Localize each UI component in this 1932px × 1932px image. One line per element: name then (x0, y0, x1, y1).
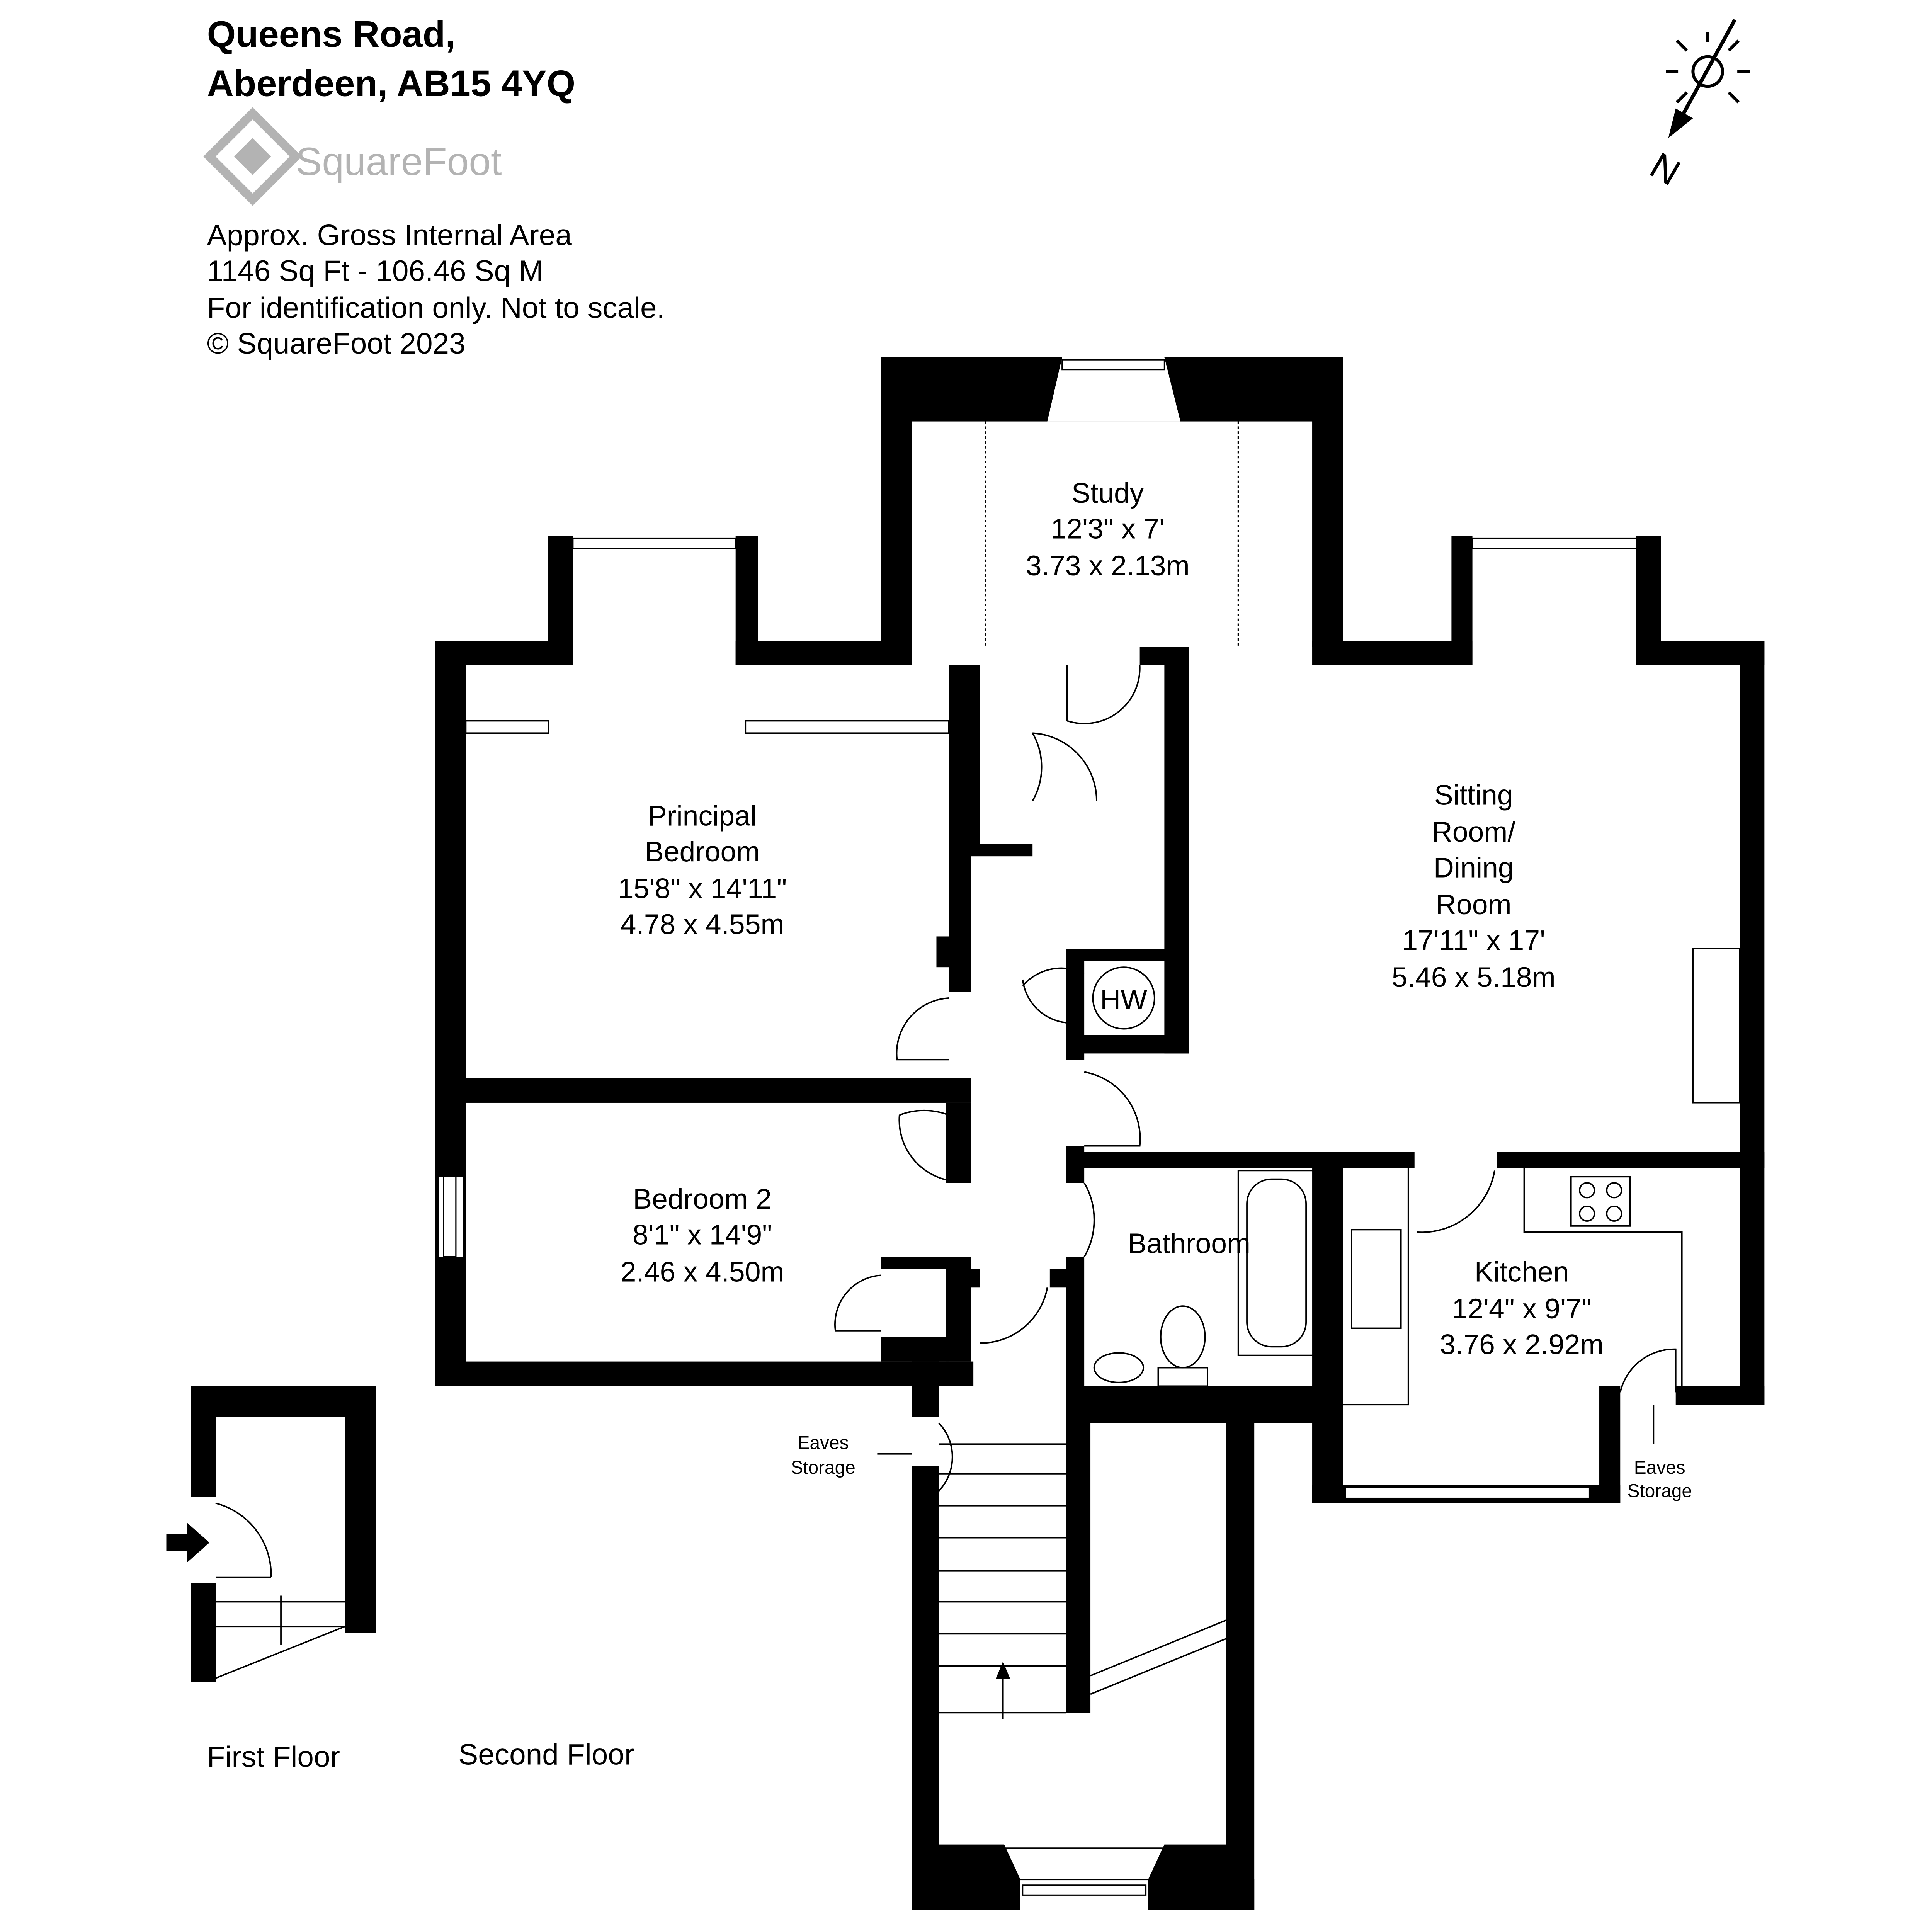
north-label: N (1643, 145, 1687, 194)
room-kitchen: Kitchen 12'4" x 9'7" 3.76 x 2.92m (1440, 1256, 1604, 1360)
squarefoot-logo: SquareFoot (203, 107, 502, 206)
eaves-storage-2-line-1: Eaves (1634, 1458, 1685, 1478)
area-value: 1146 Sq Ft - 106.46 Sq M (207, 255, 544, 287)
study-name: Study (1071, 477, 1144, 509)
sitting-name-3: Dining (1434, 852, 1514, 883)
kitchen-metric: 3.76 x 2.92m (1440, 1328, 1604, 1360)
disclaimer: For identification only. Not to scale. (207, 292, 665, 325)
room-principal-bedroom: Principal Bedroom 15'8" x 14'11" 4.78 x … (618, 800, 787, 940)
sun-icon (1666, 32, 1750, 104)
copyright: © SquareFoot 2023 (207, 327, 466, 360)
study-metric: 3.73 x 2.13m (1026, 550, 1190, 582)
study-imperial: 12'3" x 7' (1051, 513, 1165, 544)
address-line-1: Queens Road, (207, 14, 456, 55)
compass: N (1643, 19, 1750, 194)
eaves-storage-1-line-2: Storage (791, 1458, 855, 1478)
hw-label: HW (1100, 984, 1147, 1015)
bedroom2-name: Bedroom 2 (633, 1183, 772, 1215)
room-bedroom-2: Bedroom 2 8'1" x 14'9" 2.46 x 4.50m (621, 1183, 784, 1287)
walls (191, 357, 1765, 1910)
room-sitting-dining: Sitting Room/ Dining Room 17'11" x 17' 5… (1392, 779, 1556, 993)
eaves-storage-2-line-2: Storage (1628, 1481, 1692, 1501)
kitchen-imperial: 12'4" x 9'7" (1452, 1293, 1591, 1325)
principal-imperial: 15'8" x 14'11" (618, 873, 787, 905)
sitting-name-2: Room/ (1432, 816, 1516, 848)
eaves-storage-1-line-1: Eaves (798, 1433, 849, 1453)
principal-name-1: Principal (648, 800, 757, 832)
logo-text: SquareFoot (296, 139, 502, 184)
principal-name-2: Bedroom (645, 836, 760, 867)
bedroom2-metric: 2.46 x 4.50m (621, 1256, 784, 1287)
area-label: Approx. Gross Internal Area (207, 219, 572, 252)
north-arrow-icon (1668, 108, 1693, 138)
second-floor-label: Second Floor (458, 1738, 634, 1771)
principal-metric: 4.78 x 4.55m (621, 908, 784, 940)
sitting-imperial: 17'11" x 17' (1402, 925, 1545, 956)
bathroom-name: Bathroom (1128, 1228, 1250, 1259)
sitting-name-4: Room (1436, 889, 1512, 920)
room-study: Study 12'3" x 7' 3.73 x 2.13m (1026, 477, 1190, 582)
sitting-metric: 5.46 x 5.18m (1392, 961, 1556, 993)
first-floor-label: First Floor (207, 1741, 340, 1774)
entrance-arrow-icon (166, 1523, 210, 1563)
hot-water-tank (1092, 966, 1155, 1030)
bedroom2-imperial: 8'1" x 14'9" (633, 1219, 772, 1251)
sitting-name-1: Sitting (1434, 779, 1513, 811)
fixtures (215, 421, 1683, 1849)
address-line-2: Aberdeen, AB15 4YQ (207, 63, 575, 104)
kitchen-name: Kitchen (1475, 1256, 1569, 1287)
